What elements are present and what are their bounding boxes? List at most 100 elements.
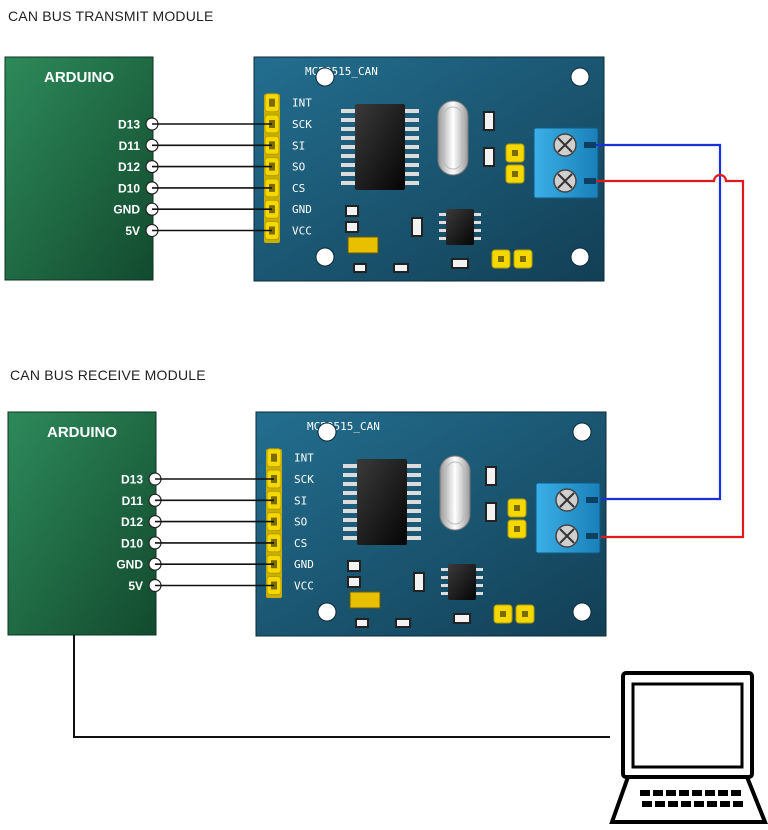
chip-pin — [405, 172, 419, 176]
receive-arduino-pin-label: D11 — [122, 494, 144, 508]
receive-header-pin-label: GND — [294, 558, 314, 571]
jumper-hole — [520, 256, 526, 262]
screw-slot — [557, 173, 573, 189]
smd-component — [483, 111, 495, 131]
receive-arduino-pin-label: 5V — [128, 579, 143, 593]
transmit-header-pin-label: SI — [292, 139, 305, 152]
mounting-hole — [315, 247, 335, 267]
chip-pin — [341, 118, 355, 122]
can-bus-wires — [596, 143, 745, 539]
transmit-arduino-pin-label: D13 — [118, 118, 140, 132]
laptop-key — [666, 790, 676, 796]
chip-pin — [439, 213, 446, 216]
smd-component — [413, 572, 425, 592]
terminal-opening — [584, 178, 596, 184]
receive-can-controller-chip — [357, 459, 407, 545]
laptop-key — [655, 801, 665, 807]
receive-transceiver-chip — [448, 564, 476, 600]
transmit-crystal — [437, 100, 469, 176]
chip-pin — [474, 229, 481, 232]
chip-pin — [341, 136, 355, 140]
chip-pin — [343, 464, 357, 468]
chip-pin — [407, 491, 421, 495]
transmit-capacitor — [347, 236, 379, 254]
chip-pin — [341, 145, 355, 149]
chip-pin — [407, 509, 421, 513]
chip-pin — [476, 576, 483, 579]
transmit-arduino-label: ARDUINO — [44, 69, 114, 86]
chip-pin — [441, 568, 448, 571]
smd-component — [393, 263, 409, 273]
transmit-header-pin-label: CS — [292, 182, 305, 195]
jumper-hole — [512, 150, 518, 156]
chip-pin — [343, 500, 357, 504]
receive-header-pin-label: SI — [294, 494, 307, 507]
chip-pin — [441, 592, 448, 595]
transmit-header-pin-label: GND — [292, 203, 312, 216]
mounting-hole — [317, 422, 337, 442]
receive-header-pin-label: CS — [294, 537, 307, 550]
can-low-wire — [596, 173, 745, 539]
jumper-hole — [512, 171, 518, 177]
terminal-opening — [586, 533, 598, 539]
receive-arduino-pin-label: D10 — [121, 536, 143, 550]
receive-module-title: CAN BUS RECEIVE MODULE — [10, 367, 206, 383]
chip-pin — [341, 154, 355, 158]
chip-pin — [343, 491, 357, 495]
chip-pin — [405, 118, 419, 122]
chip-pin — [343, 527, 357, 531]
chip-pin — [405, 154, 419, 158]
chip-pin — [407, 527, 421, 531]
chip-pin — [405, 181, 419, 185]
smd-component — [411, 217, 423, 237]
receive-header-pin-label: SO — [294, 516, 307, 529]
laptop-key — [718, 790, 728, 796]
receive-crystal — [439, 455, 471, 531]
laptop-key — [653, 790, 663, 796]
chip-pin — [407, 482, 421, 486]
receive-arduino-pin-label: D13 — [121, 473, 143, 487]
chip-pin — [341, 163, 355, 167]
terminal-opening — [586, 497, 598, 503]
mounting-hole — [570, 247, 590, 267]
laptop-key — [692, 790, 702, 796]
chip-pin — [341, 109, 355, 113]
laptop-key — [705, 790, 715, 796]
usb-cable — [73, 635, 610, 738]
laptop-key — [668, 801, 678, 807]
chip-pin — [474, 213, 481, 216]
terminal-opening — [584, 142, 596, 148]
receive-spi-wires — [155, 478, 274, 587]
crystal-rim — [443, 106, 463, 170]
smd-component — [347, 576, 361, 588]
laptop-key — [640, 790, 650, 796]
transmit-screw-terminal — [533, 127, 599, 199]
crystal-rim — [445, 461, 465, 525]
chip-pin — [439, 221, 446, 224]
jumper-hole — [498, 256, 504, 262]
mounting-hole — [317, 602, 337, 622]
receive-arduino-pin-label: D12 — [121, 515, 143, 529]
laptop-key — [681, 801, 691, 807]
transmit-header-pin-label: VCC — [292, 225, 312, 238]
transmit-transceiver-chip — [446, 209, 474, 245]
chip-pin — [407, 500, 421, 504]
smd-component — [483, 147, 495, 167]
receive-header-pin-label: SCK — [294, 473, 314, 486]
laptop-key — [733, 801, 743, 807]
laptop-key — [731, 790, 741, 796]
chip-pin — [407, 464, 421, 468]
laptop-key — [694, 801, 704, 807]
transmit-header-hole — [269, 98, 275, 107]
jumper-hole — [500, 611, 506, 617]
smd-component — [395, 618, 411, 628]
laptop-key — [707, 801, 717, 807]
chip-pin — [405, 145, 419, 149]
chip-pin — [476, 584, 483, 587]
transmit-header-pin-label: SO — [292, 161, 305, 174]
